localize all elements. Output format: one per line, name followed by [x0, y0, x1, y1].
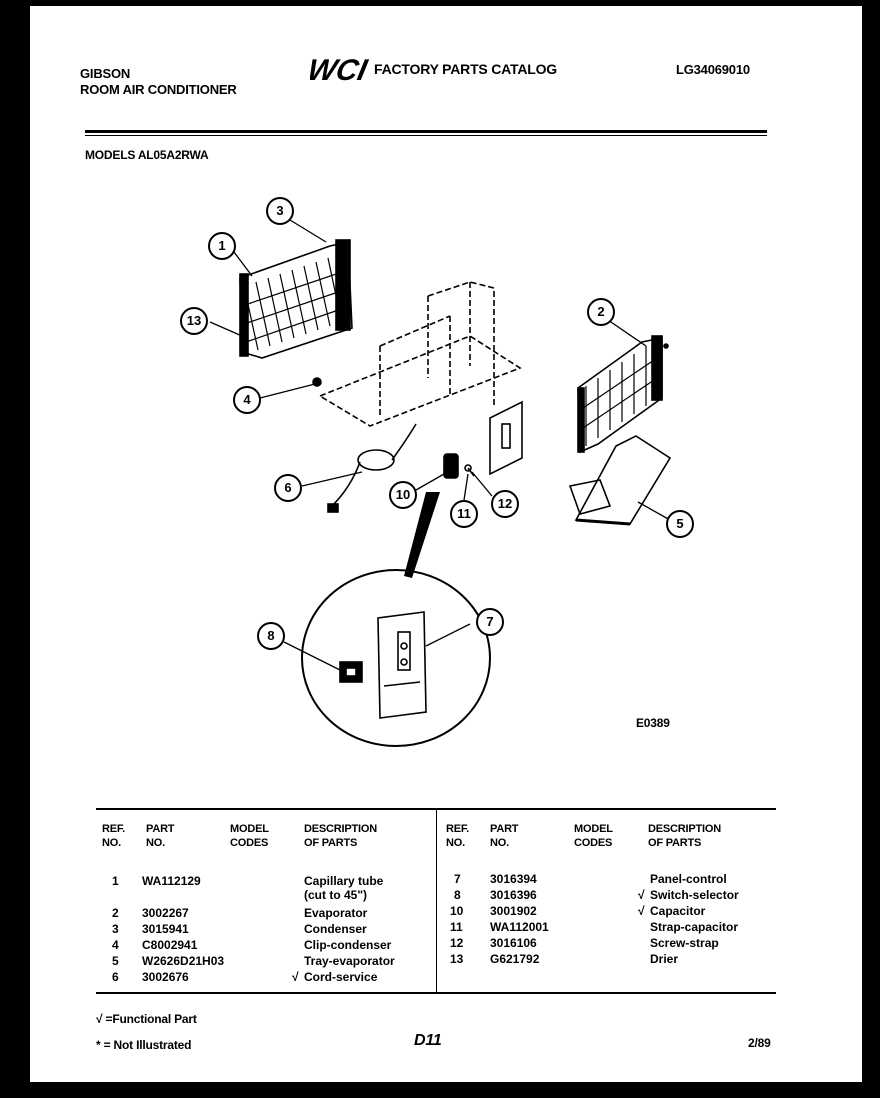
part-cell: G621792: [490, 952, 540, 966]
desc-cell: Clip-condenser: [304, 938, 392, 952]
callout-11: 11: [450, 500, 478, 528]
logo-text: WCI: [310, 54, 370, 84]
desc-cell: Strap-capacitor: [650, 920, 739, 934]
part-cell: 3002267: [142, 906, 189, 920]
exploded-parts-diagram: [209, 219, 672, 747]
brand-name: GIBSON: [80, 66, 131, 81]
functional-mark: √: [638, 888, 645, 902]
condenser-drawing: [239, 239, 353, 359]
callout-10: 10: [389, 481, 417, 509]
capacitor-drawing: [443, 453, 475, 479]
col-model-codes-right: MODEL CODES: [574, 823, 613, 849]
evaporator-tray-drawing: [568, 435, 672, 526]
col-ref-no-left: REF. NO.: [102, 823, 126, 849]
table-rule-bottom: [96, 992, 776, 994]
wci-logo: WCI: [305, 52, 372, 87]
product-name: ROOM AIR CONDITIONER: [80, 82, 237, 97]
col-description-right: DESCRIPTION OF PARTS: [648, 823, 721, 849]
desc-cell: Tray-evaporator: [304, 954, 395, 968]
callout-8: 8: [257, 622, 285, 650]
desc-cell: Drier: [650, 952, 679, 966]
detail-switch-drawing: [339, 661, 363, 683]
callout-12: 12: [491, 490, 519, 518]
part-cell: WA112001: [490, 920, 549, 934]
callout-5: 5: [666, 510, 694, 538]
evaporator-drawing: [577, 335, 669, 454]
ref-cell: 1: [112, 874, 119, 888]
callout-13: 13: [180, 307, 208, 335]
table-rule-top: [96, 808, 776, 810]
desc-cell: Screw-strap: [650, 936, 719, 950]
page-code: D11: [414, 1032, 442, 1049]
desc-cell-2: (cut to 45"): [304, 888, 368, 902]
ref-cell: 12: [450, 936, 464, 950]
col-part-no-left: PART NO.: [146, 823, 175, 849]
drawing-code: E0389: [636, 716, 670, 730]
desc-cell: Panel-control: [650, 872, 727, 886]
header-rule-bottom: [85, 135, 767, 136]
ref-cell: 8: [454, 888, 461, 902]
col-part-no-right: PART NO.: [490, 823, 519, 849]
cord-drawing: [327, 423, 417, 513]
desc-cell: Cord-service: [304, 970, 378, 984]
models-label: MODELS AL05A2RWA: [85, 148, 209, 162]
col-ref-no-right: REF. NO.: [446, 823, 470, 849]
ref-cell: 2: [112, 906, 119, 920]
legend-not-illustrated: * = Not Illustrated: [96, 1038, 192, 1052]
part-cell: 3016394: [490, 872, 537, 886]
part-cell: 3002676: [142, 970, 189, 984]
part-cell: 3016106: [490, 936, 537, 950]
ref-cell: 11: [450, 920, 463, 934]
part-cell: 3016396: [490, 888, 537, 902]
col-model-codes-left: MODEL CODES: [230, 823, 269, 849]
col-description-left: DESCRIPTION OF PARTS: [304, 823, 377, 849]
desc-cell: Capacitor: [650, 904, 706, 918]
legend-functional-part: √ =Functional Part: [96, 1012, 197, 1026]
header-rule-top: [85, 130, 767, 133]
ref-cell: 3: [112, 922, 119, 936]
desc-cell: Condenser: [304, 922, 367, 936]
functional-mark: √: [292, 970, 299, 984]
part-cell: 3001902: [490, 904, 537, 918]
ref-cell: 13: [450, 952, 464, 966]
ref-cell: 5: [112, 954, 119, 968]
desc-cell: Switch-selector: [650, 888, 739, 902]
desc-cell: Evaporator: [304, 906, 368, 920]
table-divider: [436, 810, 437, 992]
control-panel-small-drawing: [489, 400, 523, 476]
part-cell: WA112129: [142, 874, 201, 888]
ref-cell: 4: [112, 938, 119, 952]
part-cell: W2626D21H03: [142, 954, 225, 968]
catalog-page: GIBSON ROOM AIR CONDITIONER WCI FACTORY …: [30, 6, 862, 1082]
revision-date: 2/89: [748, 1036, 771, 1050]
chassis-drawing: [318, 281, 522, 427]
callout-3: 3: [266, 197, 294, 225]
catalog-title: FACTORY PARTS CATALOG: [374, 61, 557, 77]
catalog-number: LG34069010: [676, 62, 750, 77]
callout-1: 1: [208, 232, 236, 260]
ref-cell: 10: [450, 904, 464, 918]
detail-control-panel-drawing: [377, 611, 427, 719]
part-cell: 3015941: [142, 922, 189, 936]
callout-2: 2: [587, 298, 615, 326]
ref-cell: 7: [454, 872, 461, 886]
callout-4: 4: [233, 386, 261, 414]
part-cell: C8002941: [142, 938, 198, 952]
ref-cell: 6: [112, 970, 119, 984]
desc-cell: Capillary tube: [304, 874, 384, 888]
functional-mark: √: [638, 904, 645, 918]
callout-7: 7: [476, 608, 504, 636]
callout-6: 6: [274, 474, 302, 502]
